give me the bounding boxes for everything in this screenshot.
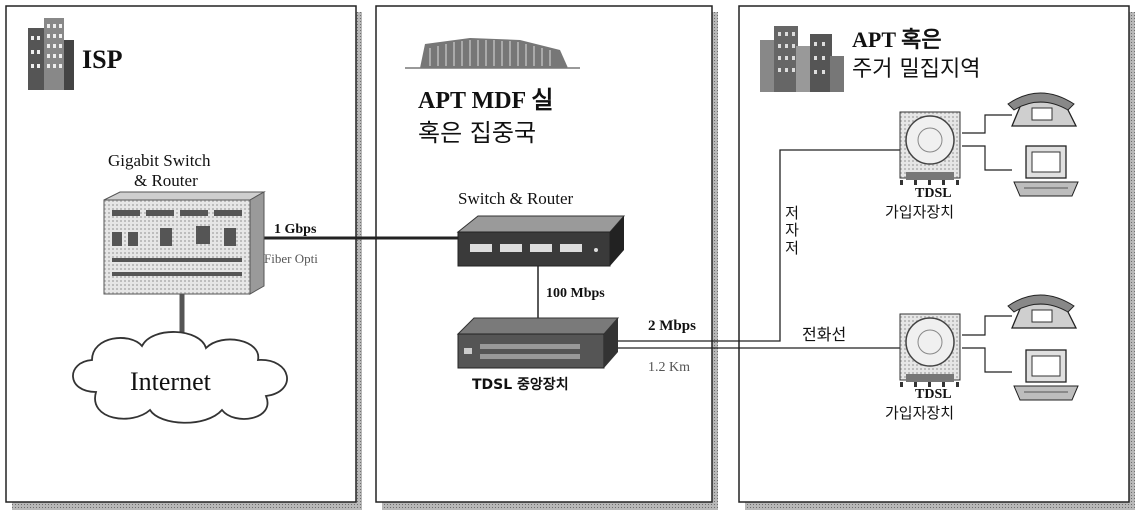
link-fiber-medium: Fiber Opti [264, 252, 318, 266]
link-1gbps-speed: 1 Gbps [274, 222, 316, 237]
gigabit-switch-label-line2: & Router [134, 172, 198, 191]
twisted-pair-label: 저자저 [784, 205, 800, 257]
tdsl-subscriber-bottom-icon [900, 314, 960, 387]
tdsl-subscriber-top-icon [900, 112, 960, 185]
tdsl-subscriber-top-label-line1: TDSL [915, 186, 952, 201]
mdf-title-line1: APT MDF 실 [418, 88, 553, 114]
mdf-title-line2: 혹은 집중국 [418, 120, 536, 146]
tdsl-subscriber-bottom-label-line1: TDSL [915, 387, 952, 402]
tdsl-central-icon [458, 318, 618, 368]
switch-router-icon [458, 216, 624, 266]
tdsl-subscriber-top-label-line2: 가입자장치 [885, 204, 954, 221]
isp-title: ISP [82, 46, 122, 75]
link-2mbps-speed: 2 Mbps [648, 318, 696, 335]
tdsl-central-label: TDSL 중앙장치 [472, 378, 569, 393]
gigabit-switch-label-line1: Gigabit Switch [108, 152, 210, 171]
switch-router-label: Switch & Router [458, 190, 573, 209]
gigabit-switch-router-icon [104, 192, 264, 294]
link-100mbps-speed: 100 Mbps [546, 286, 605, 301]
internet-label: Internet [130, 368, 211, 397]
link-distance: 1.2 Km [648, 360, 690, 375]
apt-title-line2: 주거 밀집지역 [852, 58, 980, 82]
apt-title-line1: APT 혹은 [852, 28, 942, 52]
phone-line-label: 전화선 [802, 326, 846, 344]
tdsl-subscriber-bottom-label-line2: 가입자장치 [885, 405, 954, 422]
